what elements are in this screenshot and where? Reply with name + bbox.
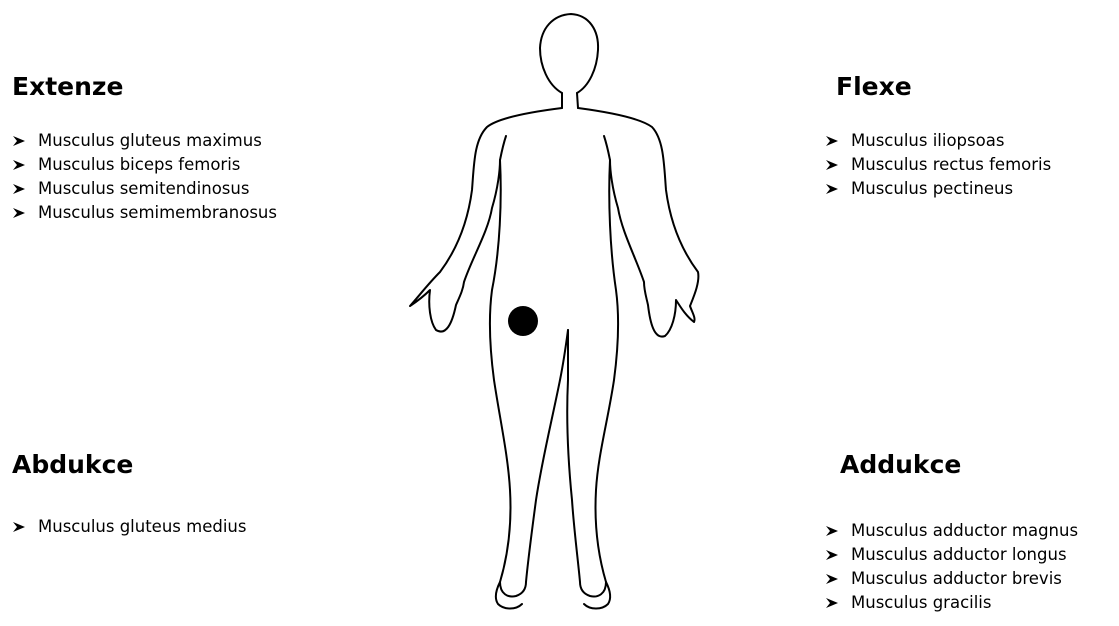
list-item: Musculus gluteus maximus bbox=[12, 129, 277, 153]
list-item: Musculus semitendinosus bbox=[12, 177, 277, 201]
arrow-bullet-icon bbox=[12, 135, 26, 147]
muscle-name: Musculus biceps femoris bbox=[38, 153, 240, 177]
arrow-bullet-icon bbox=[825, 135, 839, 147]
muscle-name: Musculus adductor longus bbox=[851, 543, 1067, 567]
list-item: Musculus adductor brevis bbox=[825, 567, 1078, 591]
extenze-muscle-list: Musculus gluteus maximus Musculus biceps… bbox=[12, 129, 277, 225]
addukce-heading: Addukce bbox=[840, 450, 961, 480]
arrow-bullet-icon bbox=[12, 521, 26, 533]
list-item: Musculus adductor longus bbox=[825, 543, 1078, 567]
flexe-muscle-list: Musculus iliopsoas Musculus rectus femor… bbox=[825, 129, 1051, 201]
list-item: Musculus gluteus medius bbox=[12, 515, 246, 539]
arrow-bullet-icon bbox=[825, 597, 839, 609]
list-item: Musculus rectus femoris bbox=[825, 153, 1051, 177]
arrow-bullet-icon bbox=[12, 159, 26, 171]
muscle-name: Musculus pectineus bbox=[851, 177, 1013, 201]
arrow-bullet-icon bbox=[825, 525, 839, 537]
muscle-name: Musculus iliopsoas bbox=[851, 129, 1004, 153]
flexe-section: Flexe Musculus iliopsoas Musculus rectus… bbox=[836, 72, 1051, 201]
arrow-bullet-icon bbox=[825, 549, 839, 561]
arrow-bullet-icon bbox=[825, 159, 839, 171]
abdukce-section: Abdukce Musculus gluteus medius bbox=[12, 450, 246, 539]
list-item: Musculus iliopsoas bbox=[825, 129, 1051, 153]
muscle-name: Musculus semitendinosus bbox=[38, 177, 249, 201]
arrow-bullet-icon bbox=[12, 183, 26, 195]
arrow-bullet-icon bbox=[825, 573, 839, 585]
muscle-name: Musculus gracilis bbox=[851, 591, 992, 615]
abdukce-muscle-list: Musculus gluteus medius bbox=[12, 515, 246, 539]
hip-joint-marker bbox=[508, 306, 538, 336]
abdukce-heading: Abdukce bbox=[12, 450, 246, 480]
muscle-name: Musculus rectus femoris bbox=[851, 153, 1051, 177]
list-item: Musculus pectineus bbox=[825, 177, 1051, 201]
list-item: Musculus gracilis bbox=[825, 591, 1078, 615]
list-item: Musculus adductor magnus bbox=[825, 519, 1078, 543]
arrow-bullet-icon bbox=[12, 207, 26, 219]
muscle-name: Musculus gluteus medius bbox=[38, 515, 246, 539]
list-item: Musculus biceps femoris bbox=[12, 153, 277, 177]
human-body-outline-icon bbox=[400, 0, 710, 626]
addukce-muscle-list: Musculus adductor magnus Musculus adduct… bbox=[825, 519, 1078, 615]
extenze-heading: Extenze bbox=[12, 72, 277, 102]
muscle-name: Musculus adductor brevis bbox=[851, 567, 1062, 591]
flexe-heading: Flexe bbox=[836, 72, 1051, 102]
arrow-bullet-icon bbox=[825, 183, 839, 195]
list-item: Musculus semimembranosus bbox=[12, 201, 277, 225]
muscle-name: Musculus semimembranosus bbox=[38, 201, 277, 225]
muscle-name: Musculus gluteus maximus bbox=[38, 129, 262, 153]
extenze-section: Extenze Musculus gluteus maximus Musculu… bbox=[12, 72, 277, 225]
muscle-name: Musculus adductor magnus bbox=[851, 519, 1078, 543]
